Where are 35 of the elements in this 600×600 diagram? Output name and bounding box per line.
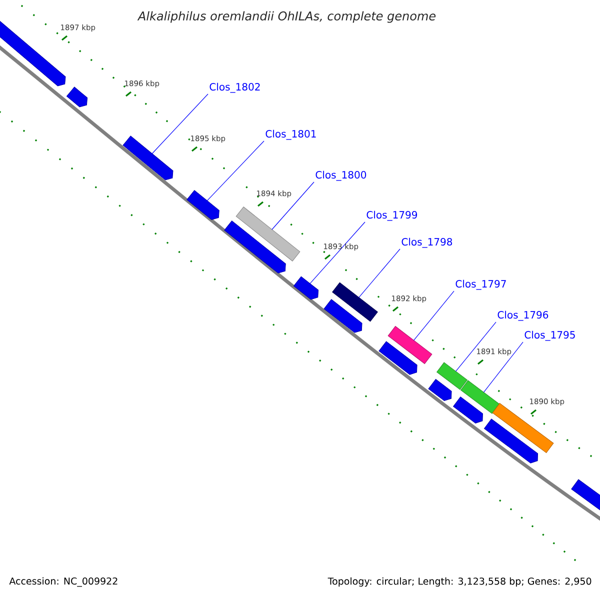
title: Alkaliphilus oremlandii OhILAs, complete genome [137,11,436,23]
gene-label: Clos_1799 [366,210,418,221]
gene-label: Clos_1798 [402,238,452,248]
gene-feature [224,220,286,274]
leader-line [272,182,314,230]
gene-bar [332,282,378,322]
accession-text: Accession: NC_009922 [9,577,118,587]
gene-label: Clos_1801 [266,130,316,140]
leader-line [358,248,400,298]
gene-label: Clos_1797 [456,280,506,290]
gene-feature [428,379,452,402]
leader-line [152,94,208,154]
leader-line [414,290,454,341]
gene-bar [236,206,300,262]
gene-feature [378,341,418,375]
gene-label: Clos_1796 [498,310,548,321]
gene-label: Clos_1795 [524,330,575,341]
gene-feature [186,190,220,220]
gene-feature [453,396,483,424]
leader-line [310,222,366,284]
gene-bar [436,362,468,390]
gene-bar [388,326,432,364]
leader-line [206,140,264,201]
genome-info-text: Topology: circular; Length: 3,123,558 bp; Genes: 2,950 [328,577,592,587]
gene-feature [324,299,362,333]
gene-label: Clos_1800 [316,170,366,181]
gene-bar [460,380,500,414]
leader-line [483,342,524,393]
gene-feature [66,86,88,108]
gene-feature [484,418,538,464]
gene-feature [571,479,600,513]
gene-label: Clos_1802 [210,82,260,93]
gene-feature [293,276,319,300]
leader-line [456,322,496,372]
gene-feature [122,136,174,180]
